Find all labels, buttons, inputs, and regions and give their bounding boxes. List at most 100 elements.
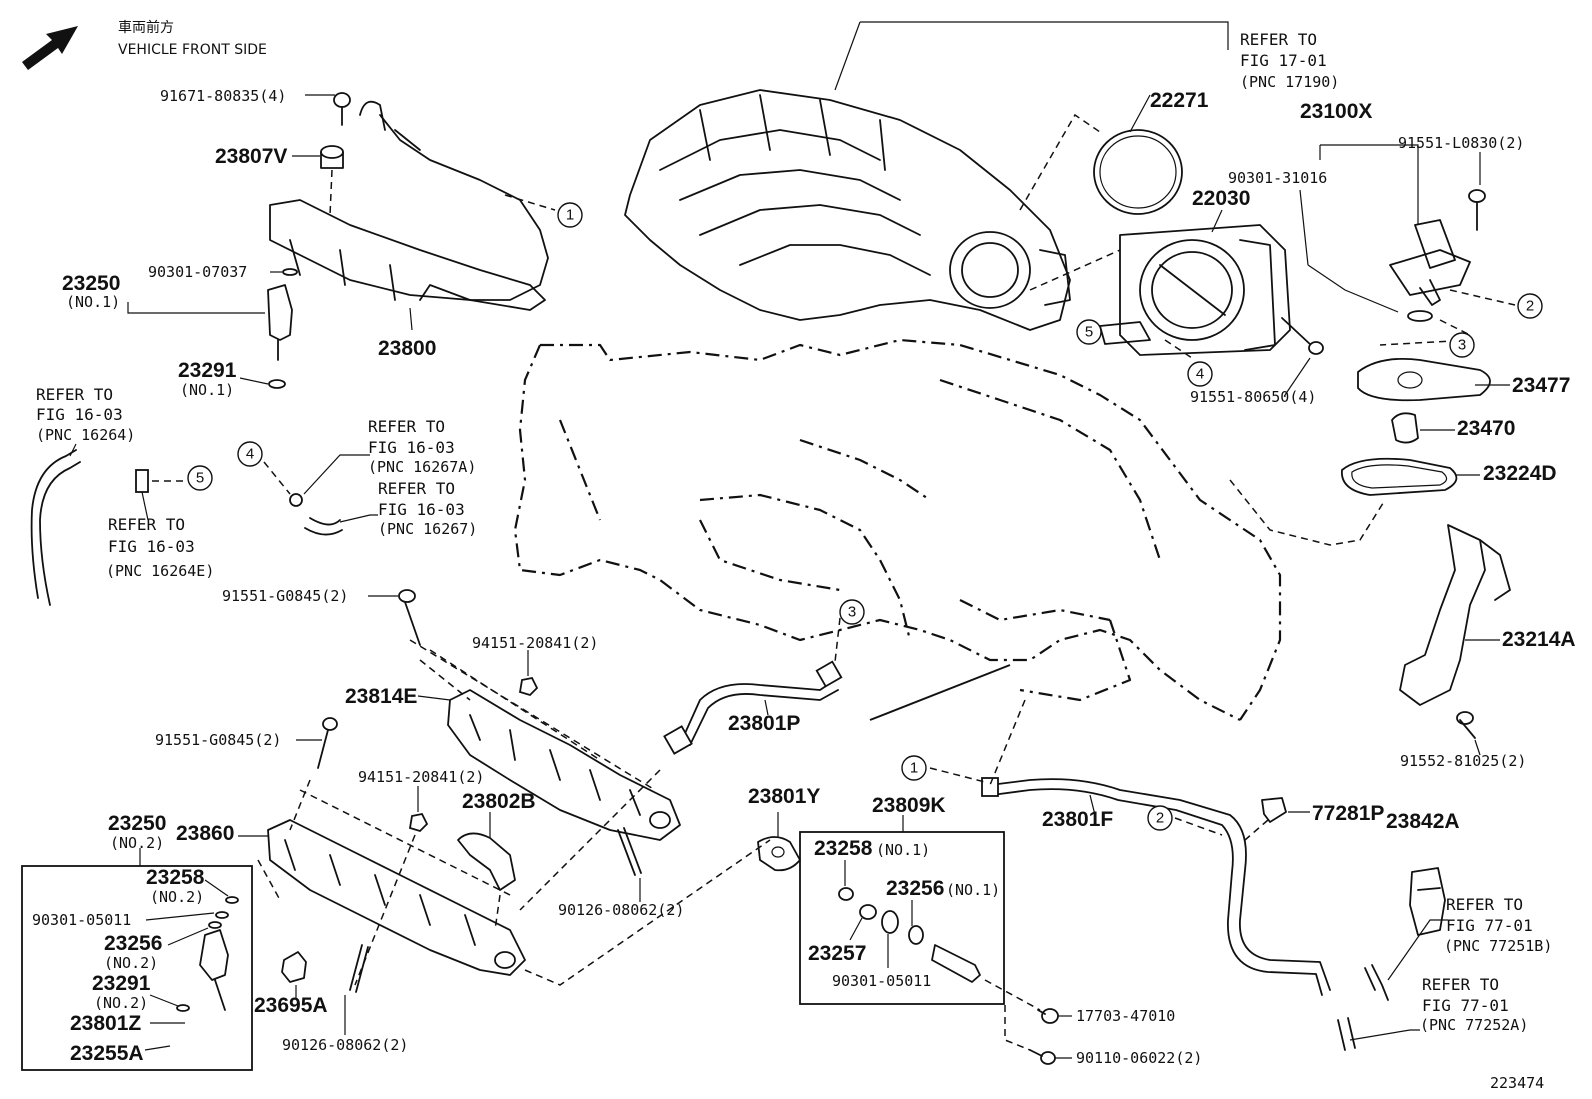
label-23695A: 23695A — [254, 994, 328, 1017]
label-23258-no1-sub: (NO.1) — [876, 841, 930, 859]
label-23800: 23800 — [378, 337, 436, 360]
svg-text:REFER TO: REFER TO — [1422, 975, 1499, 994]
label-91551-G0845-bottom: 91551-G0845(2) — [155, 731, 281, 749]
label-23214A: 23214A — [1502, 628, 1576, 651]
svg-text:(PNC 77252A): (PNC 77252A) — [1420, 1016, 1528, 1034]
oring-90301-07037 — [282, 268, 298, 276]
stud-90126-08062-left — [349, 944, 369, 993]
seal-23291-no1 — [268, 379, 286, 389]
svg-text:3: 3 — [1458, 337, 1466, 354]
seal-23291-no2 — [176, 1004, 190, 1012]
ref-note-16267: REFER TO FIG 16-03 (PNC 16267) — [378, 479, 477, 538]
plug-17703-47010 — [1037, 1008, 1059, 1024]
gasket-23224D — [1341, 457, 1458, 496]
plate-23477 — [1357, 357, 1491, 402]
label-94151-20841-bottom: 94151-20841(2) — [358, 768, 484, 786]
figure-number: 223474 — [1490, 1074, 1544, 1092]
svg-text:(PNC 16264): (PNC 16264) — [36, 426, 135, 444]
label-23291-no1-sub: (NO.1) — [180, 381, 234, 399]
svg-text:FIG 16-03: FIG 16-03 — [378, 500, 465, 519]
svg-text:4: 4 — [1196, 366, 1204, 383]
label-23258-no1: 23258 — [814, 837, 873, 860]
label-90110-06022: 90110-06022(2) — [1076, 1049, 1202, 1067]
ref-note-77252A: REFER TO FIG 77-01 (PNC 77252A) — [1420, 975, 1528, 1034]
svg-text:FIG 17-01: FIG 17-01 — [1240, 51, 1327, 70]
hose-23802B — [457, 832, 516, 891]
svg-text:4: 4 — [246, 446, 254, 463]
label-23802B: 23802B — [462, 790, 536, 813]
ring-23257 — [859, 904, 877, 920]
fuel-pipe-23801F — [981, 777, 1331, 996]
label-90301-31016: 90301-31016 — [1228, 169, 1327, 187]
nozzle-23470 — [1391, 412, 1419, 444]
gasket-ring-22271 — [1093, 129, 1183, 215]
pressure-sensor-23100X — [1389, 219, 1471, 306]
callout-4-top: 4 — [1187, 361, 1213, 387]
label-91551-L0830: 91551-L0830(2) — [1398, 134, 1524, 152]
bolt-91551-G0845-top — [398, 589, 421, 646]
label-91551-G0845-top: 91551-G0845(2) — [222, 587, 348, 605]
svg-text:(PNC 77251B): (PNC 77251B) — [1444, 937, 1552, 955]
bolt-91551-80650 — [1281, 317, 1324, 355]
svg-text:FIG 16-03: FIG 16-03 — [36, 405, 123, 424]
svg-text:REFER TO: REFER TO — [378, 479, 455, 498]
svg-text:REFER TO: REFER TO — [36, 385, 113, 404]
fuel-rail-23860 — [267, 819, 526, 976]
callout-5-left: 5 — [187, 465, 213, 491]
oring-90301-05011-b — [881, 910, 899, 934]
svg-text:5: 5 — [196, 470, 204, 487]
bolt-91552-81025 — [1456, 711, 1476, 739]
label-23842A: 23842A — [1386, 810, 1460, 833]
kit-box-23809K — [799, 831, 1005, 1005]
label-94151-20841-top: 94151-20841(2) — [472, 634, 598, 652]
hose-16267 — [309, 517, 341, 526]
bolt-91551-G0845-bottom — [317, 717, 338, 769]
clamp-16267A — [289, 493, 303, 507]
label-23807V: 23807V — [215, 145, 287, 168]
ref-note-77251B: REFER TO FIG 77-01 (PNC 77251B) — [1444, 895, 1552, 955]
bolt-90110-06022 — [1029, 1049, 1056, 1065]
insulator-23695A — [281, 951, 307, 983]
callout-1-top: 1 — [557, 202, 583, 228]
label-23477: 23477 — [1512, 374, 1570, 397]
clip-77281P — [1261, 797, 1287, 823]
damper-23842A — [1409, 867, 1446, 936]
svg-text:(PNC 16267A): (PNC 16267A) — [368, 458, 476, 476]
callout-3-mid: 3 — [839, 599, 865, 625]
svg-text:REFER TO: REFER TO — [1446, 895, 1523, 914]
fuel-rail-assembly-23800 — [269, 100, 549, 311]
ref-note-16264: REFER TO FIG 16-03 (PNC 16264) — [36, 385, 135, 444]
fuel-rail-23814E — [447, 689, 681, 841]
vehicle-front-arrow-icon — [22, 26, 78, 70]
label-77281P: 77281P — [1312, 802, 1384, 825]
svg-text:(PNC 16267): (PNC 16267) — [378, 520, 477, 538]
direction-label-jp: 車両前方 — [118, 19, 174, 36]
label-23256-no2-sub: (NO.2) — [104, 954, 158, 972]
label-23224D: 23224D — [1483, 462, 1557, 485]
svg-text:2: 2 — [1156, 810, 1164, 827]
label-23291-no2-sub: (NO.2) — [94, 994, 148, 1012]
sensor-fitting — [931, 944, 981, 983]
label-23256-no1-sub: (NO.1) — [946, 881, 1000, 899]
bracket-23214A — [1399, 524, 1511, 706]
ring-23256-no2 — [208, 921, 222, 929]
gasket-23801Y — [757, 836, 801, 872]
svg-text:1: 1 — [566, 207, 574, 224]
bolt-91551-L0830 — [1468, 189, 1486, 231]
svg-text:REFER TO: REFER TO — [368, 417, 445, 436]
label-23250-no2-sub: (NO.2) — [110, 834, 164, 852]
callout-5-top: 5 — [1076, 319, 1102, 345]
label-90301-05011-a: 90301-05011 — [32, 911, 131, 929]
label-23257: 23257 — [808, 942, 866, 965]
label-23801Z: 23801Z — [70, 1012, 141, 1035]
leader-17190-bracket — [860, 21, 1229, 50]
svg-text:3: 3 — [848, 604, 856, 621]
label-23256-no1: 23256 — [886, 877, 944, 900]
callout-2-top: 2 — [1517, 293, 1543, 319]
label-23801Y: 23801Y — [748, 785, 820, 808]
svg-text:2: 2 — [1526, 298, 1534, 315]
hose-16264 — [39, 461, 81, 606]
injector-23250-no1 — [267, 284, 293, 361]
